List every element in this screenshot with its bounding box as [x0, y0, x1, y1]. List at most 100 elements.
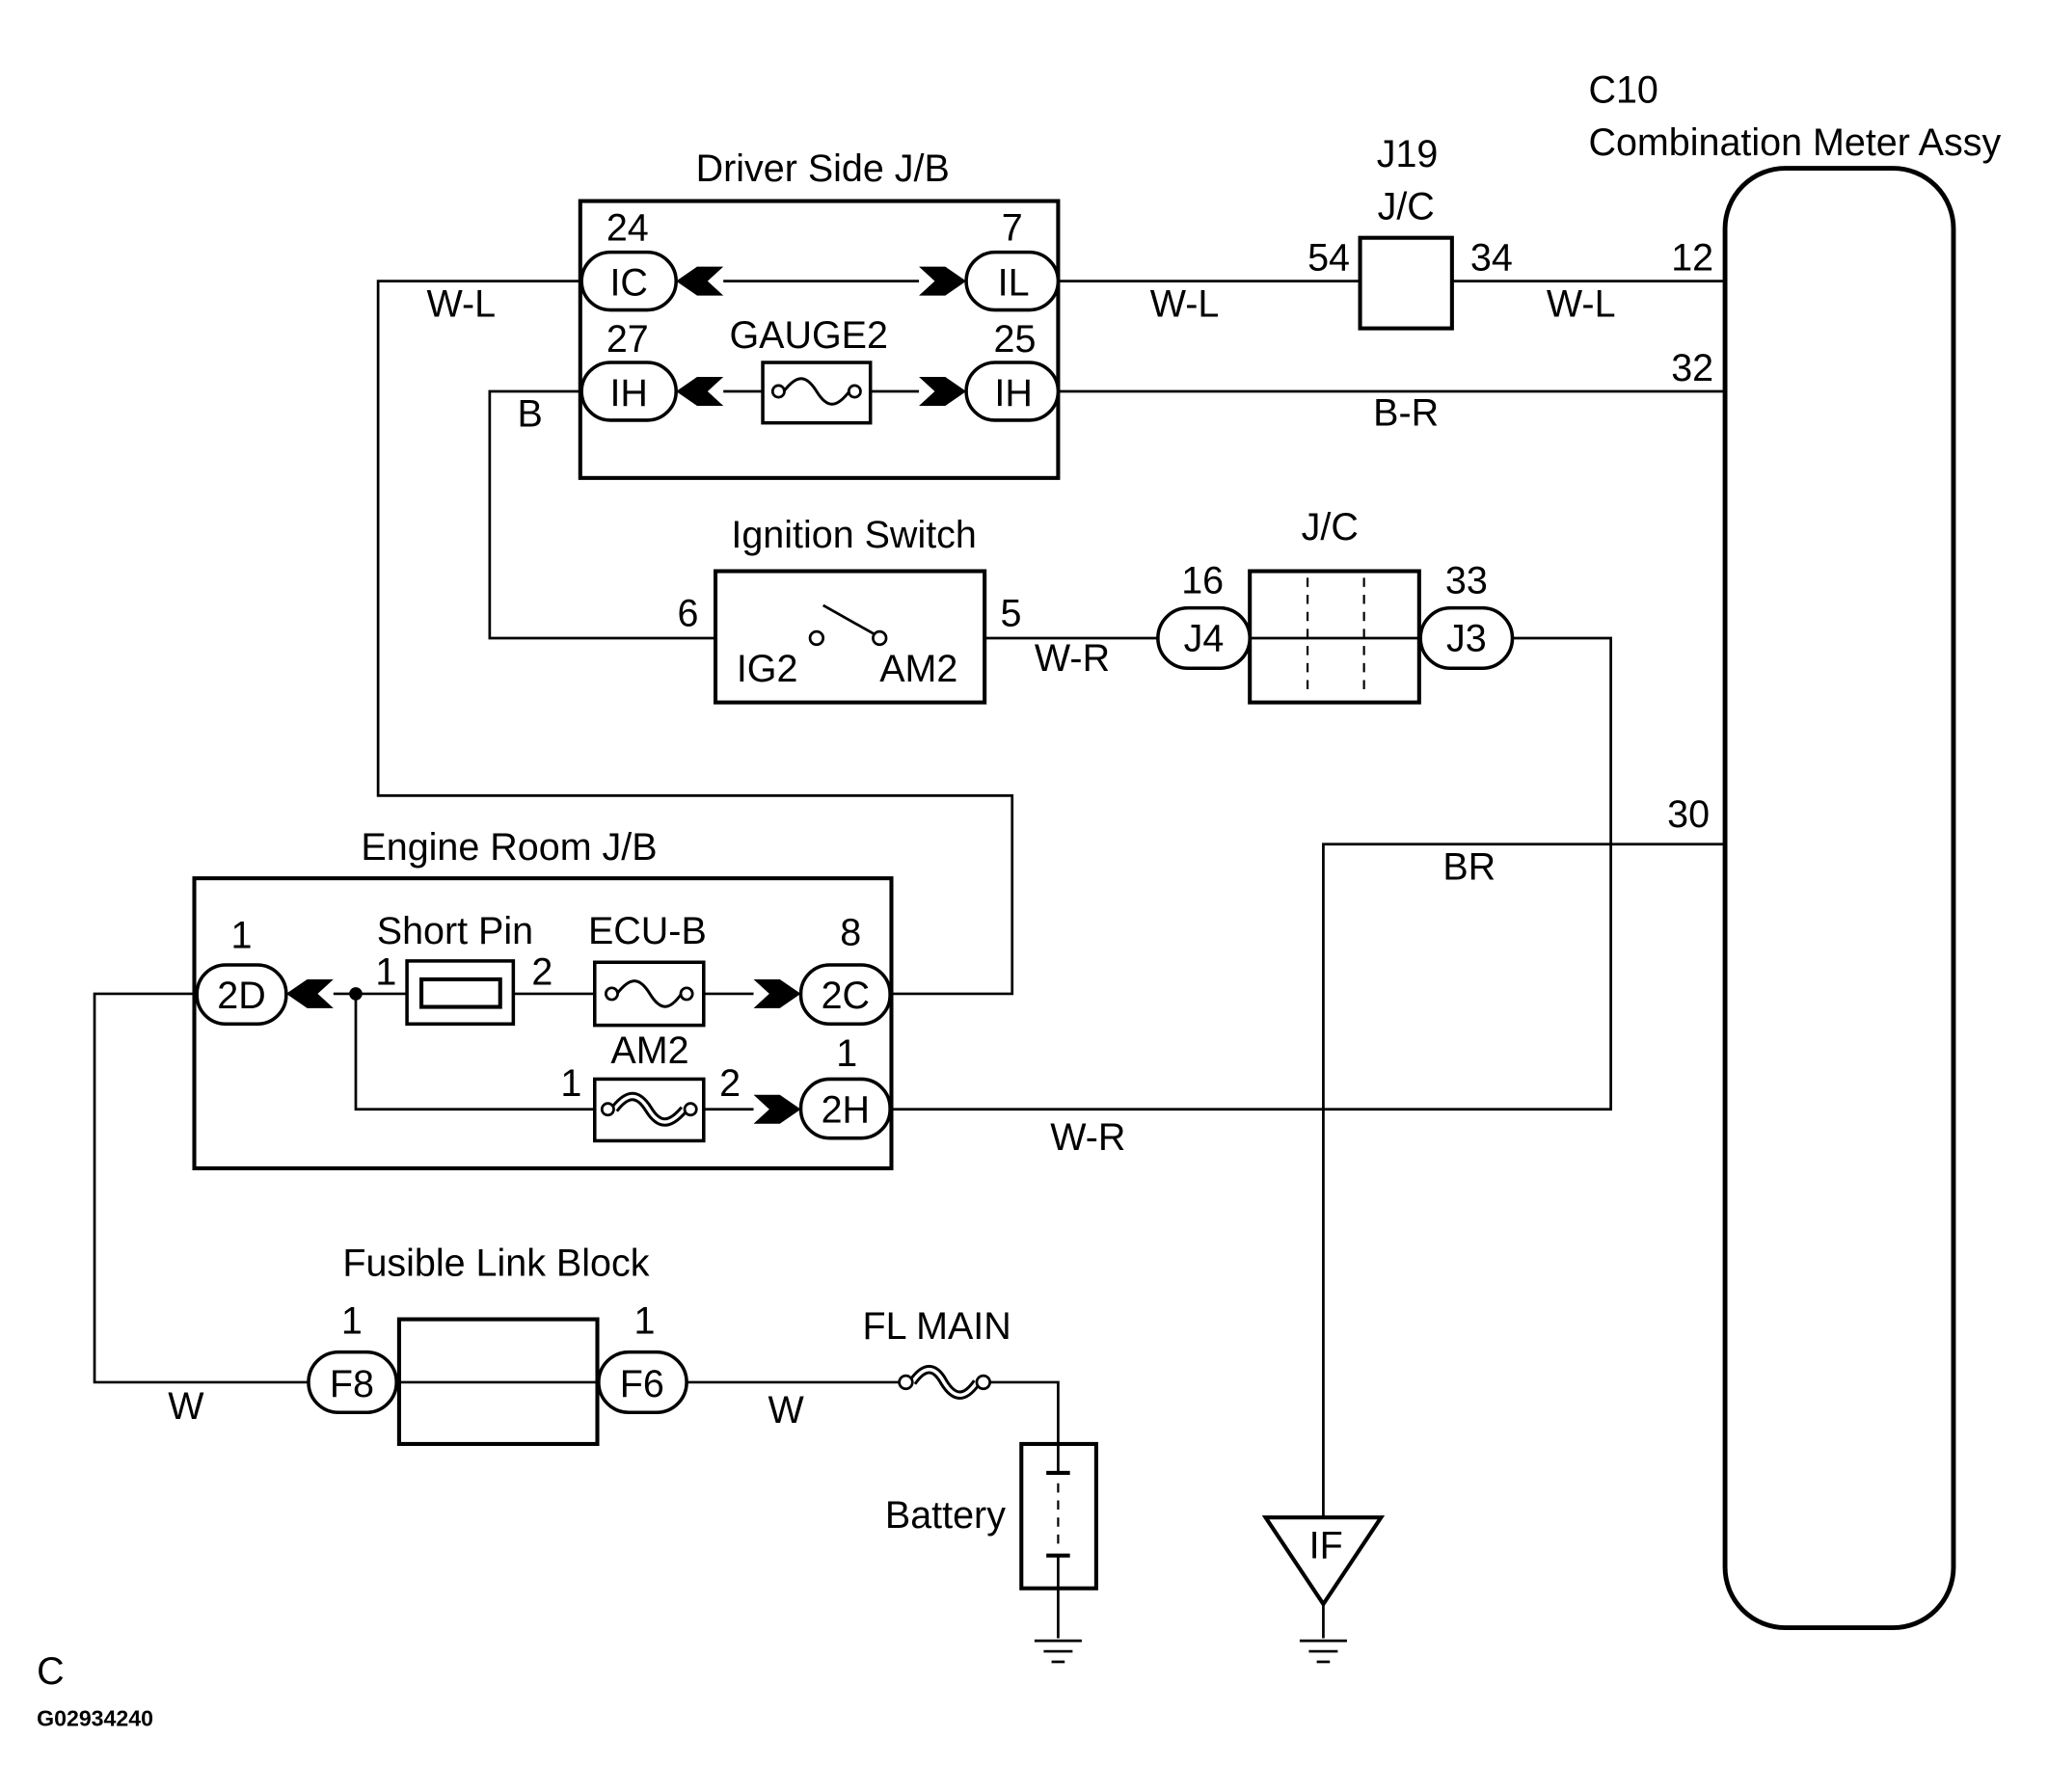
driver-side-jb-title: Driver Side J/B [696, 147, 950, 190]
wire-meter-to-ground [1322, 843, 1726, 1518]
ground-point-triangle-icon [1261, 1515, 1386, 1608]
figure-id: G02934240 [37, 1706, 153, 1731]
connector-2c [798, 963, 892, 1027]
pin-number: 30 [1667, 793, 1710, 836]
fuse-gauge2: GAUGE2 [729, 314, 888, 425]
wire-color-label: BR [1442, 845, 1496, 888]
connector-il [964, 250, 1061, 312]
switch-terminal-label: AM2 [879, 648, 957, 690]
combination-meter-code: C10 [1588, 68, 1657, 111]
connector-code: IH [994, 372, 1032, 415]
connector-code: IC [609, 262, 647, 305]
combination-meter-name: Combination Meter Assy [1588, 121, 2001, 164]
fuse-element [615, 979, 683, 1008]
connector-arrow-icon [753, 1094, 801, 1124]
wire-color-label: W-R [1050, 1116, 1125, 1159]
fuse-element-core [612, 1094, 686, 1124]
short-pin-element [419, 976, 502, 1009]
wire-color-label: W-L [1150, 282, 1220, 325]
pin-number: 6 [678, 593, 699, 635]
fl-main-label: FL MAIN [863, 1305, 1011, 1348]
wires [93, 280, 1726, 1639]
fuse-am2: AM2 1 2 [560, 1030, 741, 1143]
pin-number: 24 [606, 206, 649, 249]
fuse-terminal [898, 1374, 914, 1391]
fuse-terminal [975, 1374, 991, 1391]
connector-code: F8 [330, 1363, 374, 1405]
pin-number: 8 [840, 912, 861, 954]
connector-arrow-icon [676, 377, 724, 406]
engine-room-junction-block: Engine Room J/B 2D 2C 2H 1 8 1 Short Pin… [192, 826, 894, 1171]
wire-color-labels: W-L B W-L W-L B-R W-R BR W-R W W [168, 282, 1615, 1431]
battery-label: Battery [885, 1494, 1006, 1537]
fuse-ecu-b: ECU-B [588, 910, 707, 1028]
wire-ih-to-ignition [488, 389, 716, 640]
pin-number: 2 [531, 950, 552, 993]
wire-er-junction-am2 [354, 993, 595, 1111]
pin-number: 25 [994, 318, 1037, 361]
pin-number: 33 [1445, 560, 1488, 602]
connector-code: J3 [1446, 618, 1487, 660]
wire-color-label: B-R [1373, 391, 1439, 434]
short-pin-icon [405, 959, 516, 1027]
wire-ic-to-2c [376, 280, 1014, 996]
wire-2d-to-f8 [93, 992, 309, 1384]
connector-arrow-icon [285, 978, 334, 1008]
short-pin-label: Short Pin [377, 910, 533, 952]
junction-j19-box [1358, 235, 1454, 331]
connector-code: 2C [822, 975, 870, 1017]
driver-side-jb-box [578, 199, 1061, 480]
pin-number: 1 [375, 950, 396, 993]
splice-junction-dot [349, 987, 363, 1001]
fuse-label: ECU-B [588, 910, 707, 952]
fusible-link-core [910, 1367, 979, 1397]
pin-number: 27 [606, 318, 649, 361]
wire-j3-to-2h [891, 636, 1612, 1111]
connector-arrow-icon [919, 377, 967, 406]
wire-color-label: W-L [1547, 282, 1616, 325]
fl-main-fusible-link: FL MAIN [863, 1305, 1011, 1400]
connector-j3 [1418, 605, 1515, 671]
ground-icon [1034, 1639, 1082, 1664]
fuse-terminal [847, 384, 862, 399]
fuse-label: AM2 [610, 1030, 688, 1072]
ground-point-code: IF [1309, 1524, 1343, 1566]
pin-number: 7 [1002, 206, 1023, 249]
section-letter: C [37, 1650, 65, 1693]
short-pin: Short Pin 1 2 [375, 910, 552, 1027]
connector-f8 [307, 1350, 398, 1415]
connector-code: 2H [822, 1088, 870, 1131]
ignition-switch-box [713, 569, 987, 705]
pin-number: 1 [560, 1062, 581, 1105]
engine-room-jb-title: Engine Room J/B [361, 826, 657, 869]
junction-connector-title: J/C [1302, 506, 1359, 548]
battery: Battery [885, 1441, 1098, 1591]
switch-terminal-label: IG2 [737, 648, 798, 690]
connector-f6 [597, 1350, 688, 1415]
connector-arrow-icon [919, 266, 967, 296]
pin-number: 2 [719, 1062, 741, 1105]
fusible-link-block-title: Fusible Link Block [342, 1243, 649, 1285]
pin-number: 1 [836, 1032, 857, 1075]
switch-contact [808, 629, 825, 647]
connector-code: F6 [620, 1363, 664, 1405]
pin-number: 34 [1470, 237, 1513, 280]
engine-room-jb-box [192, 876, 894, 1171]
connector-code: 2D [217, 975, 265, 1017]
connector-ih-left [579, 361, 678, 422]
junction-connector: J/C J4 J3 16 33 [1156, 506, 1515, 705]
connector-ih-right [964, 361, 1061, 422]
wire-color-label: W [168, 1385, 204, 1428]
fuse-element [782, 377, 851, 406]
wire-color-label: B [517, 393, 542, 436]
combination-meter: C10 Combination Meter Assy 12 32 30 [1588, 68, 2001, 1631]
wire-fl-main-to-battery [989, 1380, 1060, 1444]
fuse-terminal [604, 986, 619, 1002]
pin-number: 1 [634, 1300, 656, 1343]
junction-j19-type: J/C [1378, 186, 1435, 228]
ground-icon [1299, 1639, 1347, 1664]
connector-code: IL [998, 262, 1030, 305]
pin-number: 1 [341, 1300, 363, 1343]
connector-2d [195, 963, 288, 1027]
